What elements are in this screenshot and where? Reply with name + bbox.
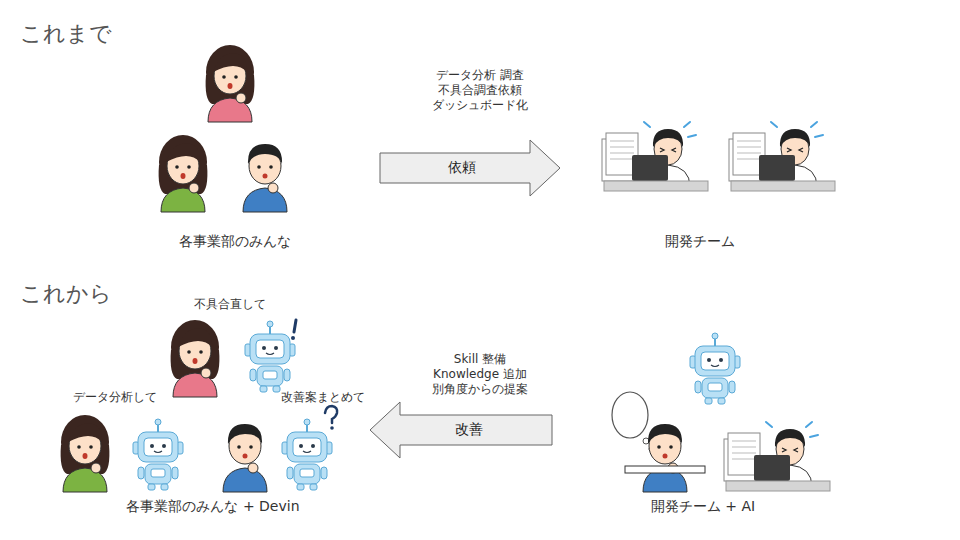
- dev-team-after: [612, 333, 830, 492]
- annotation-text: Skill 整備 Knowledge 追加 別角度からの提案: [428, 352, 532, 397]
- section-heading: これから: [20, 280, 112, 308]
- arrow-label: 依頼: [448, 159, 476, 177]
- woman-figure: [159, 135, 208, 212]
- developer-figure: [602, 122, 708, 191]
- group-node: 各事業部のみんな: [90, 40, 380, 255]
- question-mark: [325, 406, 337, 430]
- annotation-text: 改善案まとめて: [281, 390, 365, 405]
- group-node: 各事業部のみんな + Devin: [56, 300, 370, 520]
- node-label: 各事業部のみんな + Devin: [126, 498, 299, 520]
- people-group-before: [159, 45, 287, 212]
- section-heading: これまで: [20, 20, 112, 48]
- group-node: 開発チーム: [560, 100, 840, 255]
- block-arrow: [370, 402, 552, 458]
- exclamation-mark: [291, 320, 296, 340]
- thought-bubble: [612, 392, 648, 438]
- dev-team-before: [602, 122, 835, 191]
- arrow-label: 改善: [455, 421, 483, 439]
- group-node: 開発チーム + AI: [552, 330, 854, 520]
- robot-figure: [690, 333, 740, 404]
- developer-figure: [729, 122, 835, 191]
- developer-figure: [724, 422, 830, 491]
- block-arrow: [380, 140, 560, 196]
- robot-figure: [133, 419, 183, 490]
- node-label: 開発チーム + AI: [651, 498, 755, 520]
- robot-figure: [282, 419, 332, 490]
- people-group-after: [61, 320, 338, 492]
- thinking-man-figure: [643, 424, 687, 492]
- node-label: 各事業部のみんな: [179, 233, 291, 255]
- man-figure: [243, 144, 287, 212]
- annotation-text: 不具合直して: [194, 297, 266, 312]
- annotation-text: データ分析 調査 不具合調査依頼 ダッシュボード化: [432, 68, 528, 113]
- woman-figure: [171, 320, 220, 397]
- node-label: 開発チーム: [665, 233, 735, 255]
- man-figure: [223, 424, 267, 492]
- desk: [625, 466, 705, 473]
- woman-figure: [206, 45, 255, 122]
- woman-figure: [61, 415, 110, 492]
- annotation-text: データ分析して: [73, 390, 157, 405]
- robot-figure: [245, 321, 295, 392]
